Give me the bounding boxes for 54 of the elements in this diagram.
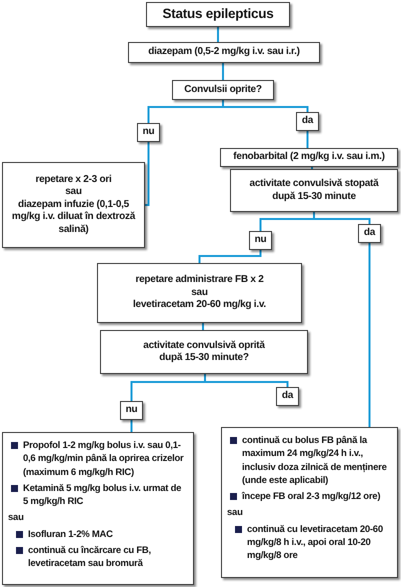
list-item-text: continuă cu bolus FB până la maximum 24 mg/kg/24 h i.v., inclusiv doza zilnică de menținere (unde este aplicabil) [242, 434, 388, 488]
branch-label-box [276, 387, 299, 406]
process-box [2, 162, 145, 248]
decision-box [172, 80, 274, 100]
list-item-text: începe FB oral 2-3 mg/kg/12 ore) [242, 490, 380, 504]
box-text: fenobarbital (2 mg/kg i.v. sau i.m.) [233, 151, 385, 164]
connector-line [311, 167, 313, 169]
list-item-text: Ketamină 5 mg/kg bolus i.v. urmat de 5 mg/kg/h RIC [23, 482, 182, 508]
decision-box [100, 330, 308, 374]
connector-line [217, 27, 219, 42]
branch-label-box [296, 112, 319, 131]
process-box [220, 148, 398, 167]
branch-label-box [137, 123, 160, 142]
branch-label-box [120, 401, 143, 420]
process-box [97, 263, 302, 323]
start-box [146, 2, 290, 27]
box-text: levetiracetam 20-60 mg/kg i.v. [133, 299, 266, 312]
connector-line [145, 142, 150, 206]
branch-label: nu [142, 126, 154, 139]
branch-label: da [282, 390, 294, 403]
treatment-box [221, 427, 398, 578]
list-item-text: Propofol 1-2 mg/kg bolus i.v. sau 0,1-0,6 mg/kg/min până la oprirea crizelor (maximum 6 mg/kg/h RIC) [23, 439, 185, 479]
list-item-text: Isofluran 1-2% MAC [28, 528, 113, 542]
connector-line [306, 131, 308, 148]
branch-label: nu [254, 234, 266, 247]
list-item-text: continuă cu încărcare cu FB, levetiracetam sau bromură [28, 544, 152, 571]
branch-label: da [302, 115, 314, 128]
treatment-box [2, 432, 194, 585]
box-text: repetare x 2-3 ori [35, 174, 112, 186]
connector-line [198, 250, 262, 263]
box-text: diazepam (0,5-2 mg/kg i.v. sau i.r.) [148, 46, 300, 59]
branch-label-box [249, 231, 272, 250]
branch-label-box [358, 224, 381, 243]
box-text: repetare administrare FB x 2 [135, 274, 264, 287]
connector-line [130, 420, 132, 432]
box-text: diazepam infuzie (0,1-0,5 mg/kg i.v. diluat în dextroză salină) [10, 198, 136, 236]
question-text: activitate convulsivă stopată după 15-30 minute [248, 178, 380, 203]
question-text: Convulsii oprite? [184, 84, 262, 96]
branch-label: da [364, 227, 376, 240]
box-text: sau [191, 286, 208, 300]
separator-text: sau [8, 511, 24, 525]
connector-line [204, 374, 288, 387]
process-box [128, 42, 320, 63]
box-title: Status epilepticus [162, 6, 274, 23]
connector-line [222, 63, 224, 80]
connector-line [368, 243, 370, 427]
separator-text: sau [227, 506, 243, 520]
connector-line [313, 212, 370, 224]
question-text: activitate convulsivă oprită după 15-30 minute? [142, 340, 266, 364]
list-item-text: continuă cu levetiracetam 20-60 mg/kg/8 h i.v., apoi oral 10-20 mg/kg/8 ore [247, 522, 384, 563]
box-text: sau [65, 186, 82, 199]
decision-box [230, 169, 398, 212]
branch-label: nu [126, 404, 138, 417]
connector-line [202, 323, 204, 330]
